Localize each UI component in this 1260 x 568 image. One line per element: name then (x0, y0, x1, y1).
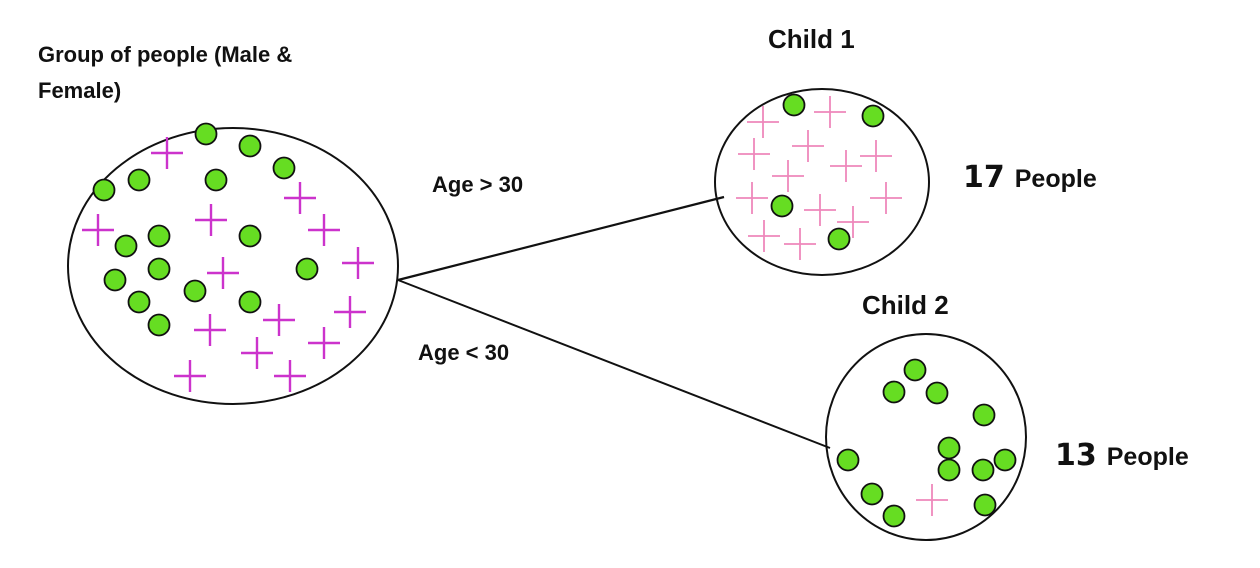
child2-title: Child 2 (862, 290, 949, 320)
green-circle-icon (103, 268, 127, 292)
magenta-plus-icon (792, 130, 824, 162)
green-circle-icon (882, 504, 906, 528)
green-circle-icon (860, 482, 884, 506)
green-circle-icon (238, 134, 262, 158)
child1-node-members (736, 93, 902, 260)
magenta-plus-icon (738, 138, 770, 170)
magenta-plus-icon (194, 314, 226, 346)
green-circle-icon (238, 224, 262, 248)
green-circle-icon (972, 403, 996, 427)
green-circle-icon (194, 122, 218, 146)
magenta-plus-icon (747, 106, 779, 138)
edge-line-age-under-30 (397, 279, 831, 449)
magenta-plus-icon (174, 360, 206, 392)
edge-label-age-over-30: Age > 30 (432, 172, 524, 197)
child2-count-unit: People (1106, 443, 1189, 471)
green-circle-icon (937, 458, 961, 482)
root-node-members (82, 122, 374, 392)
green-circle-icon (882, 380, 906, 404)
magenta-plus-icon (736, 182, 768, 214)
magenta-plus-icon (263, 304, 295, 336)
green-circle-icon (937, 436, 961, 460)
green-circle-icon (827, 227, 851, 251)
magenta-plus-icon (284, 182, 316, 214)
green-circle-icon (272, 156, 296, 180)
green-circle-icon (183, 279, 207, 303)
child2-count-number: 13 (1055, 438, 1097, 473)
magenta-plus-icon (784, 228, 816, 260)
magenta-plus-icon (804, 194, 836, 226)
child1-title: Child 1 (768, 24, 855, 54)
green-circle-icon (92, 178, 116, 202)
magenta-plus-icon (342, 247, 374, 279)
green-circle-icon (147, 257, 171, 281)
magenta-plus-icon (207, 257, 239, 289)
green-circle-icon (147, 313, 171, 337)
magenta-plus-icon (334, 296, 366, 328)
green-circle-icon (782, 93, 806, 117)
edge-label-age-under-30: Age < 30 (418, 340, 510, 365)
green-circle-icon (204, 168, 228, 192)
green-circle-icon (147, 224, 171, 248)
green-circle-icon (770, 194, 794, 218)
green-circle-icon (114, 234, 138, 258)
magenta-plus-icon (195, 204, 227, 236)
magenta-plus-icon (837, 206, 869, 238)
magenta-plus-icon (870, 182, 902, 214)
magenta-plus-icon (814, 96, 846, 128)
magenta-plus-icon (772, 160, 804, 192)
green-circle-icon (127, 290, 151, 314)
child2-people-count: 13 People (1055, 438, 1189, 473)
magenta-plus-icon (308, 327, 340, 359)
green-circle-icon (836, 448, 860, 472)
magenta-plus-icon (830, 150, 862, 182)
root-node-circle (67, 127, 399, 405)
magenta-plus-icon (308, 214, 340, 246)
child1-node-circle (714, 88, 930, 276)
green-circle-icon (295, 257, 319, 281)
root-title-line1: Group of people (Male & (38, 42, 293, 67)
green-circle-icon (903, 358, 927, 382)
green-circle-icon (127, 168, 151, 192)
magenta-plus-icon (274, 360, 306, 392)
magenta-plus-icon (748, 220, 780, 252)
magenta-plus-icon (241, 337, 273, 369)
green-circle-icon (993, 448, 1017, 472)
green-circle-icon (971, 458, 995, 482)
magenta-plus-icon (916, 484, 948, 516)
child1-count-unit: People (1014, 165, 1097, 193)
child1-count-number: 17 (963, 160, 1005, 195)
child1-people-count: 17 People (963, 160, 1097, 195)
green-circle-icon (861, 104, 885, 128)
root-title-line2: Female) (38, 78, 122, 103)
magenta-plus-icon (82, 214, 114, 246)
green-circle-icon (925, 381, 949, 405)
child2-node-members (836, 358, 1017, 528)
magenta-plus-icon (151, 137, 183, 169)
child2-node-circle (825, 333, 1027, 541)
magenta-plus-icon (860, 140, 892, 172)
green-circle-icon (973, 493, 997, 517)
edge-line-age-over-30 (397, 195, 725, 282)
green-circle-icon (238, 290, 262, 314)
